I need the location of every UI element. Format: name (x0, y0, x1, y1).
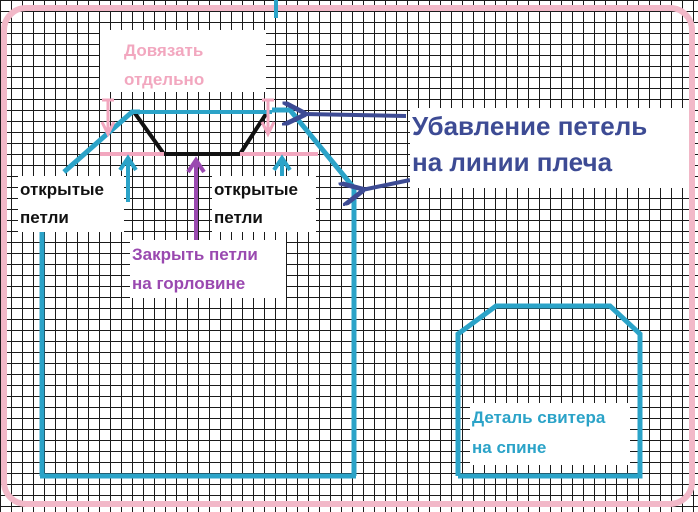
navy-arrow-lower (362, 178, 411, 190)
navy-arrow-upper (304, 114, 407, 116)
back-piece-outline (455, 303, 643, 479)
label-open-loops-left-line2: петли (20, 208, 69, 227)
teal-up-arrow-left (118, 154, 138, 202)
label-open-loops-right-line1: открытые (214, 180, 298, 199)
label-back-piece: Деталь свитера на спине (470, 403, 630, 465)
label-open-loops-left-line1: открытые (20, 180, 104, 199)
label-open-loops-left: открытые петли (18, 176, 124, 232)
label-knit-separately: Довязать отдельно (100, 30, 266, 92)
label-open-loops-right-line2: петли (214, 208, 263, 227)
label-close-neck-line1: Закрыть петли (132, 245, 258, 264)
neckline (132, 110, 268, 156)
label-knit-separately-line2: отдельно (124, 70, 205, 89)
label-knit-separately-line1: Довязать (124, 41, 204, 60)
outer-frame (1, 5, 695, 507)
label-shoulder-decrease-line1: Убавление петель (412, 111, 648, 141)
label-shoulder-decrease: Убавление петель на линии плеча (410, 108, 689, 188)
label-shoulder-decrease-line2: на линии плеча (412, 147, 613, 177)
pink-down-arrow-left (100, 98, 116, 138)
label-close-neck: Закрыть петли на горловине (130, 240, 286, 298)
violet-up-arrow (186, 156, 206, 240)
label-back-piece-line2: на спине (472, 438, 547, 457)
pink-down-arrow-right (260, 98, 276, 138)
label-open-loops-right: открытые петли (212, 176, 316, 232)
label-back-piece-line1: Деталь свитера (472, 408, 606, 427)
front-piece-shoulder-right (272, 107, 357, 476)
label-close-neck-line2: на горловине (132, 274, 246, 293)
